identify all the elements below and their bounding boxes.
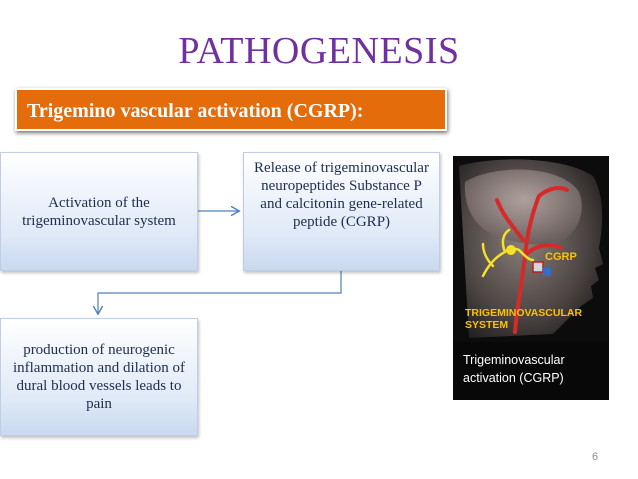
flow-step-activation-text: Activation of the trigeminovascular syst… — [22, 194, 176, 229]
figure-label-system-line1: TRIGEMINOVASCULAR — [465, 307, 582, 319]
flow-step-release: Release of trigeminovascular neuropeptid… — [243, 152, 440, 271]
receptor-marker-icon — [543, 268, 551, 276]
figure-caption-line1: Trigeminovascular — [463, 353, 565, 367]
flow-step-inflammation-text: production of neurogenic inflammation an… — [12, 342, 186, 412]
head-illustration: CGRP TRIGEMINOVASCULAR SYSTEM Trigeminov… — [453, 156, 609, 400]
flow-step-release-text: Release of trigeminovascular neuropeptid… — [254, 160, 429, 230]
figure-label-cgrp: CGRP — [545, 251, 577, 263]
section-banner: Trigemino vascular activation (CGRP): — [15, 88, 447, 131]
flow-step-inflammation: production of neurogenic inflammation an… — [0, 318, 198, 436]
trigeminovascular-figure: CGRP TRIGEMINOVASCULAR SYSTEM Trigeminov… — [453, 156, 609, 400]
ganglion-node — [506, 245, 516, 255]
page-number: 6 — [592, 451, 599, 463]
arrow-step2-to-step3 — [98, 271, 342, 313]
figure-label-system-line2: SYSTEM — [465, 319, 508, 331]
figure-caption-line2: activation (CGRP) — [463, 371, 564, 385]
figure-caption-bg — [453, 342, 609, 400]
slide-title: PATHOGENESIS — [178, 30, 460, 72]
vessel-marker-icon — [532, 261, 544, 273]
trigeminal-nerves — [481, 228, 535, 278]
flow-step-activation: Activation of the trigeminovascular syst… — [0, 152, 198, 271]
